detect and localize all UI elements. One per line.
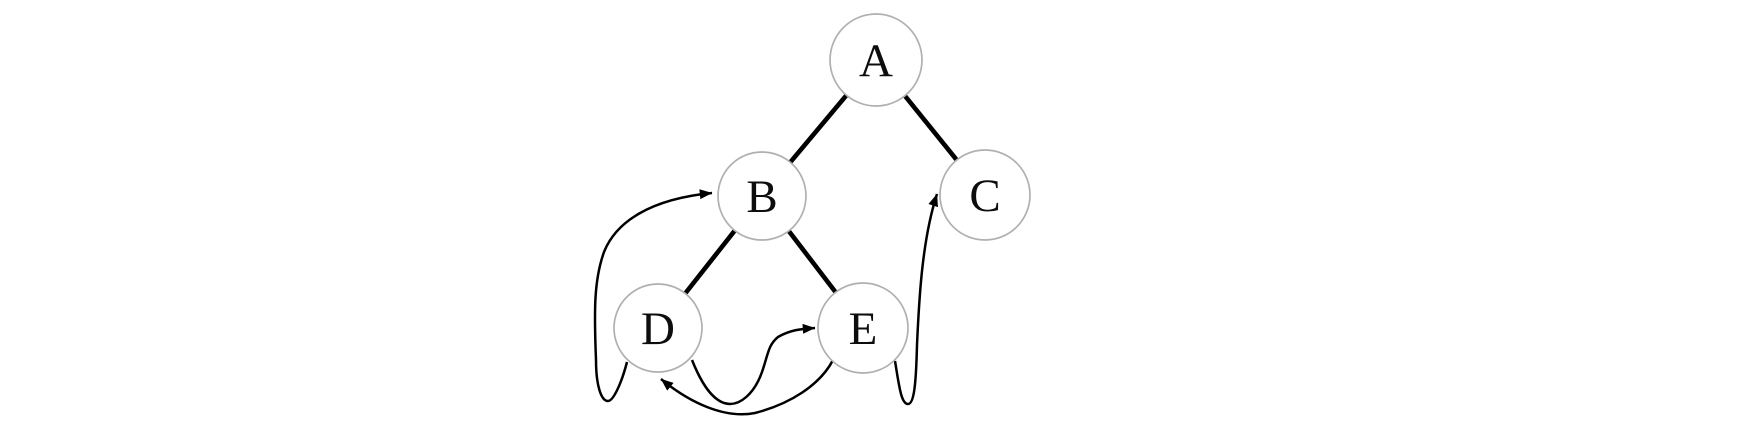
node-circle-D [613,283,703,373]
node-C: C [939,149,1031,241]
node-circle-E [817,282,909,374]
arrow-edges-layer [593,189,939,416]
arrow-edge-D-E [690,323,816,406]
node-circle-B [717,151,807,241]
node-circle-A [829,13,923,107]
node-label-C: C [969,170,1000,222]
node-label-D: D [641,303,675,355]
node-label-B: B [746,171,777,223]
node-B: B [717,151,807,241]
node-circle-C [939,149,1031,241]
node-E: E [817,282,909,374]
node-A: A [829,13,923,107]
node-label-A: A [859,35,893,87]
arrow-edge-D-B [593,189,713,403]
node-D: D [613,283,703,373]
arrow-edge-E-C [893,193,939,406]
nodes-layer: A B C D E [613,13,1031,374]
node-label-E: E [849,303,878,355]
arrow-edge-E-D [660,359,835,416]
